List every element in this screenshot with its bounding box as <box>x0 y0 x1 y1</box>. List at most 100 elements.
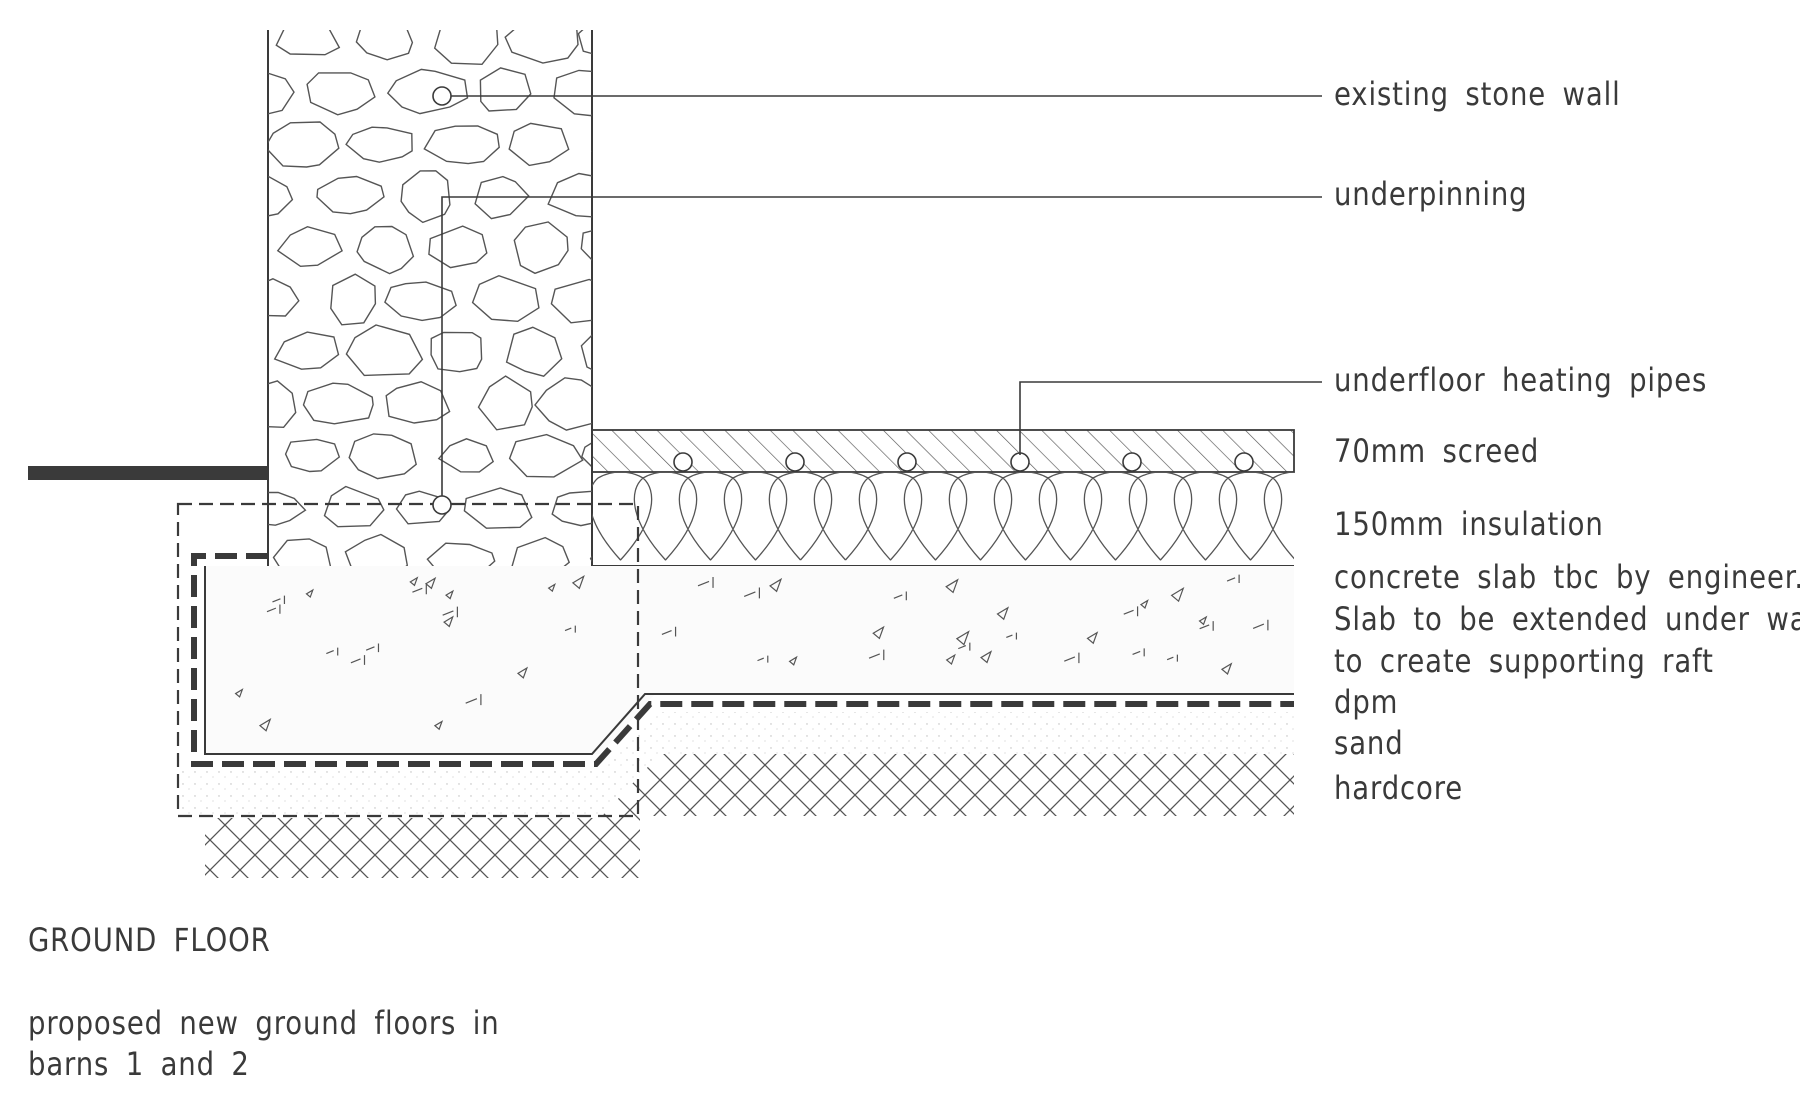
aggregate-mark <box>743 587 760 599</box>
stone <box>344 533 409 566</box>
aggregate-mark <box>945 653 956 666</box>
aggregate-mark <box>980 650 993 664</box>
aggregate-mark <box>1064 652 1080 664</box>
aggregate-mark <box>1006 632 1018 640</box>
aggregate-mark <box>1132 648 1145 657</box>
stone <box>272 538 332 566</box>
aggregate-mark <box>424 576 437 590</box>
stone <box>330 273 377 326</box>
aggregate-mark <box>234 688 244 698</box>
stone <box>547 172 592 218</box>
aggregate-mark <box>433 720 444 731</box>
heating-pipe <box>673 452 693 472</box>
aggregate-mark <box>945 578 959 594</box>
stone <box>385 381 451 424</box>
aggregate-mark <box>445 589 454 600</box>
stone <box>163 175 217 218</box>
aggregate-mark <box>697 577 714 588</box>
stone <box>463 487 533 529</box>
label-underfloor-heating-pipes: underfloor heating pipes <box>1334 361 1708 399</box>
stone <box>428 225 488 269</box>
stone <box>511 536 571 566</box>
aggregate-mark <box>516 666 529 679</box>
stone <box>384 281 457 322</box>
stone <box>187 223 250 269</box>
drawing-caption-line2: barns 1 and 2 <box>28 1045 250 1083</box>
stone <box>273 331 340 370</box>
stone <box>581 441 592 468</box>
aggregate-mark <box>872 625 885 640</box>
aggregate-mark <box>1139 599 1149 609</box>
drawing-title: GROUND FLOOR <box>28 921 271 959</box>
heating-pipe <box>1122 452 1142 472</box>
label-dpm: dpm <box>1334 683 1399 721</box>
aggregate-mark <box>564 625 576 633</box>
stone <box>477 375 533 431</box>
ground-line <box>28 466 268 480</box>
stone <box>345 126 413 163</box>
leader-lines <box>432 86 1322 515</box>
label-hardcore: hardcore <box>1334 769 1464 807</box>
stone <box>306 72 376 116</box>
sand-layer <box>180 712 1294 818</box>
aggregate-mark <box>266 604 281 614</box>
aggregate-mark <box>365 643 380 653</box>
stone <box>479 67 532 112</box>
stone <box>580 334 592 371</box>
screed-layer <box>591 429 1295 473</box>
concrete-slab <box>205 566 1294 754</box>
label-slab-line1: concrete slab tbc by engineer. <box>1334 558 1800 596</box>
stone <box>589 555 592 563</box>
aggregate-mark <box>409 576 419 587</box>
stone <box>426 542 496 566</box>
stone <box>400 170 451 224</box>
underpinning-outline <box>176 502 640 818</box>
aggregate-mark <box>442 606 458 618</box>
aggregate-mark <box>1170 587 1185 603</box>
heating-pipe <box>785 452 805 472</box>
aggregate-mark <box>443 615 454 628</box>
stone <box>158 71 223 115</box>
stone <box>591 150 592 153</box>
insulation-layer <box>592 472 1294 567</box>
label-insulation: 150mm insulation <box>1334 505 1604 543</box>
aggregate-mark <box>788 655 798 666</box>
stone <box>157 277 226 323</box>
dpm-line <box>191 553 1294 767</box>
aggregate-mark <box>868 649 885 661</box>
aggregate-mark <box>1199 621 1214 631</box>
label-underpinning: underpinning <box>1334 175 1528 213</box>
stone <box>355 30 414 61</box>
stone <box>386 68 469 115</box>
aggregate-mark <box>955 630 970 646</box>
aggregate-mark <box>1166 654 1178 662</box>
aggregate-mark <box>305 588 314 599</box>
aggregate-mark <box>547 582 556 593</box>
stone <box>302 382 374 425</box>
stone <box>323 485 385 528</box>
aggregate-mark <box>412 584 427 595</box>
stone <box>505 326 563 377</box>
stone-wall <box>157 30 593 566</box>
stone <box>160 486 225 532</box>
stone <box>276 225 343 268</box>
stone <box>433 30 499 66</box>
aggregate-mark <box>1226 574 1240 584</box>
aggregate-mark <box>258 718 272 732</box>
stone <box>268 72 295 115</box>
aggregate-mark <box>661 626 677 637</box>
stone <box>508 433 584 478</box>
label-screed: 70mm screed <box>1334 432 1540 470</box>
stone <box>284 438 341 473</box>
aggregate-mark <box>958 642 971 651</box>
stone <box>513 221 569 275</box>
stone <box>348 433 417 480</box>
aggregate-mark <box>1123 606 1139 617</box>
stone <box>268 121 340 168</box>
aggregate-mark <box>893 591 907 601</box>
label-sand: sand <box>1334 724 1404 762</box>
stone <box>268 176 294 217</box>
stone <box>504 30 579 64</box>
stone <box>580 230 592 261</box>
stone <box>268 278 300 317</box>
